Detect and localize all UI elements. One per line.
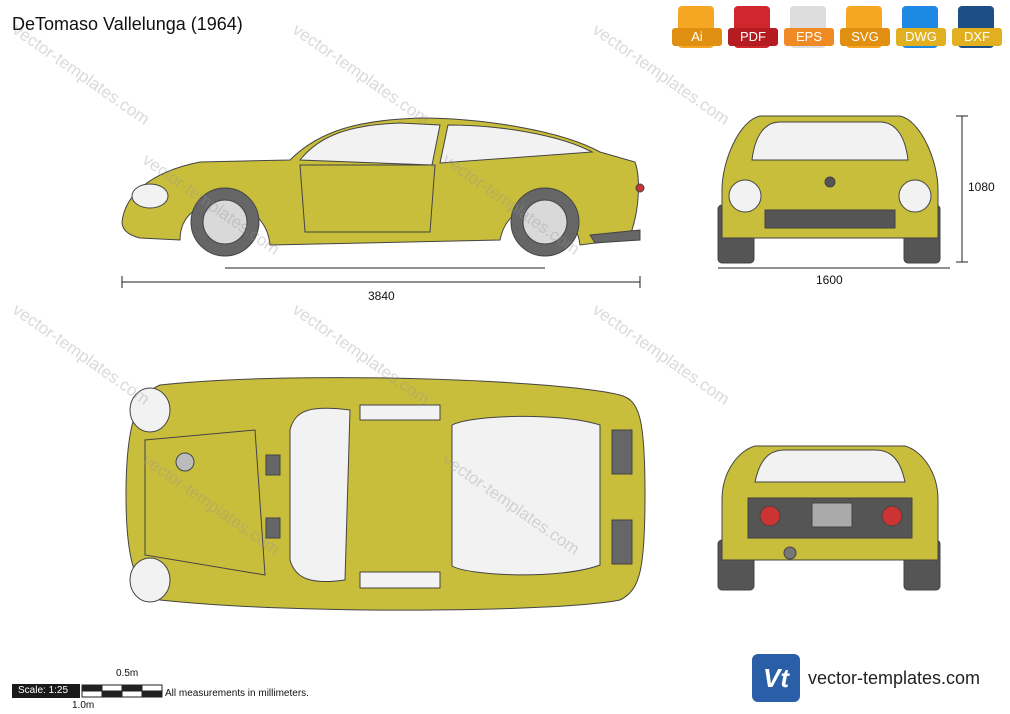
height-label: 1080 — [968, 180, 995, 194]
format-buttons: Ai PDF EPS SVG DWG DXF — [672, 6, 1002, 50]
page-title: DeTomaso Vallelunga (1964) — [12, 14, 243, 34]
scale-bar — [81, 684, 163, 698]
format-dxf-button[interactable]: DXF — [952, 6, 1002, 50]
length-label: 3840 — [368, 289, 395, 303]
format-ai-button[interactable]: Ai — [672, 6, 722, 50]
half-meter-label: 0.5m — [116, 668, 139, 679]
one-meter-label: 1.0m — [72, 700, 95, 711]
side-view — [121, 117, 645, 257]
format-eps-button[interactable]: EPS — [784, 6, 834, 50]
measurement-note: All measurements in millimeters. — [165, 688, 309, 699]
length-dimension — [121, 267, 641, 288]
vt-logo-icon: Vt — [752, 654, 800, 702]
rear-view — [717, 445, 941, 591]
format-svg-button[interactable]: SVG — [840, 6, 890, 50]
site-name[interactable]: vector-templates.com — [808, 668, 981, 688]
height-dimension — [718, 115, 968, 269]
scale-label: Scale: 1:25 — [12, 684, 80, 698]
format-pdf-button[interactable]: PDF — [728, 6, 778, 50]
front-view — [717, 115, 941, 264]
width-label: 1600 — [816, 273, 843, 287]
format-dwg-button[interactable]: DWG — [896, 6, 946, 50]
top-view — [125, 377, 646, 611]
